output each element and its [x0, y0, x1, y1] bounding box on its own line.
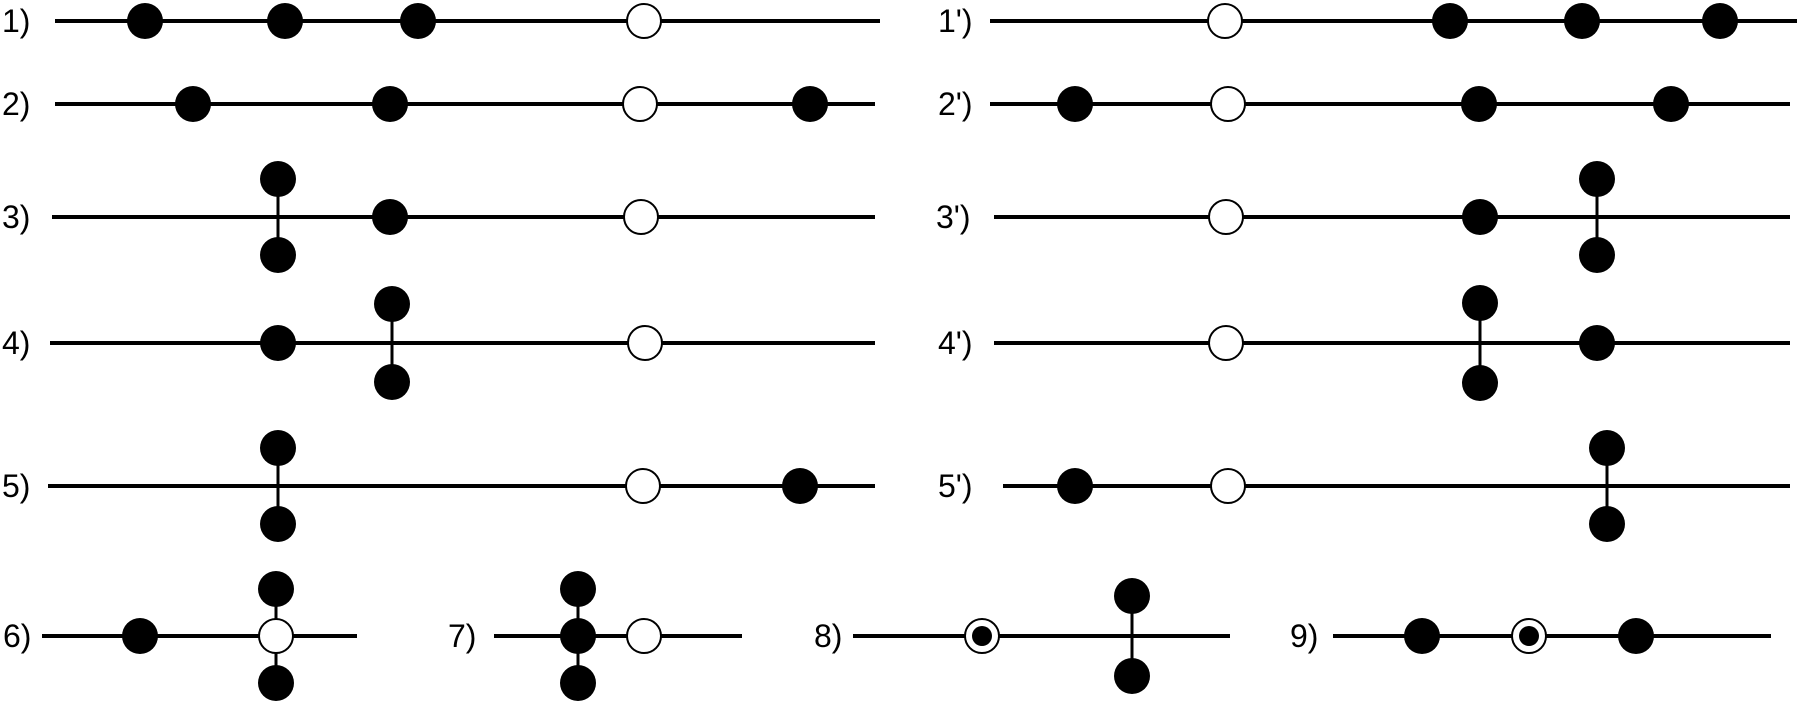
row-1-group: 1) — [2, 3, 880, 39]
row-7-group: 7) — [448, 571, 742, 701]
row-3-filled-dot-2 — [372, 199, 408, 235]
row-4-conjugate-pair-2-lower-dot — [374, 364, 410, 400]
row-5-filled-dot-3 — [782, 468, 818, 504]
row-3-conjugate-pair-1-lower-dot — [260, 237, 296, 273]
row-4p-conjugate-pair-2-lower-dot — [1462, 365, 1498, 401]
row-7-open-dot-2 — [626, 618, 662, 654]
row-6-open-with-pair-2-upper-dot — [258, 571, 294, 607]
row-4-filled-dot-1 — [260, 325, 296, 361]
row-1p-filled-dot-2 — [1432, 3, 1468, 39]
row-3-group: 3) — [2, 161, 875, 273]
row-9-filled-dot-1 — [1404, 618, 1440, 654]
row-9-filled-dot-3 — [1618, 618, 1654, 654]
row-4-conjugate-pair-2-upper-dot — [374, 286, 410, 322]
row-8-conjugate-pair-2-upper-dot — [1114, 578, 1150, 614]
row-5p-filled-dot-1 — [1057, 468, 1093, 504]
row-3-open-dot-3 — [623, 199, 659, 235]
row-1-filled-dot-1 — [127, 3, 163, 39]
row-1-open-dot-4 — [626, 3, 662, 39]
row-5p-open-dot-2 — [1210, 468, 1246, 504]
row-2p-filled-dot-1 — [1057, 86, 1093, 122]
row-4-open-dot-3 — [627, 325, 663, 361]
row-2-filled-dot-2 — [372, 86, 408, 122]
row-5p-conjugate-pair-3-lower-dot — [1589, 506, 1625, 542]
row-2p-filled-dot-4 — [1653, 86, 1689, 122]
row-3p-label: 3') — [936, 199, 971, 235]
row-1-filled-dot-3 — [400, 3, 436, 39]
row-4p-label: 4') — [938, 325, 973, 361]
row-8-conjugate-pair-2-lower-dot — [1114, 658, 1150, 694]
row-3p-conjugate-pair-3-upper-dot — [1579, 161, 1615, 197]
row-8-label: 8) — [814, 618, 842, 654]
row-5-group: 5) — [2, 430, 875, 542]
row-7-filled-with-pair-1-lower-dot — [560, 665, 596, 701]
row-9-group: 9) — [1290, 618, 1771, 654]
row-1p-label: 1') — [938, 3, 973, 39]
row-8-group: 8) — [814, 578, 1230, 694]
row-3p-open-dot-1 — [1208, 199, 1244, 235]
row-5-conjugate-pair-1-upper-dot — [260, 430, 296, 466]
row-5-conjugate-pair-1-lower-dot — [260, 506, 296, 542]
row-7-filled-with-pair-1-center-filled-dot — [560, 618, 596, 654]
row-2p-group: 2') — [938, 86, 1790, 122]
row-1p-filled-dot-3 — [1564, 3, 1600, 39]
row-3p-conjugate-pair-3-lower-dot — [1579, 237, 1615, 273]
row-1-label: 1) — [2, 3, 30, 39]
row-7-label: 7) — [448, 618, 476, 654]
row-7-filled-with-pair-1-upper-dot — [560, 571, 596, 607]
row-3p-group: 3') — [936, 161, 1790, 273]
row-5p-group: 5') — [938, 430, 1790, 542]
row-8-bullseye-dot-1-inner-dot — [972, 626, 992, 646]
row-4p-open-dot-1 — [1208, 325, 1244, 361]
row-5-label: 5) — [2, 468, 30, 504]
row-1-filled-dot-2 — [267, 3, 303, 39]
row-9-bullseye-dot-2-inner-dot — [1519, 626, 1539, 646]
row-2-filled-dot-1 — [175, 86, 211, 122]
row-6-filled-dot-1 — [122, 618, 158, 654]
row-2-open-dot-3 — [622, 86, 658, 122]
row-4p-group: 4') — [938, 285, 1790, 401]
row-1p-open-dot-1 — [1207, 3, 1243, 39]
row-5p-conjugate-pair-3-upper-dot — [1589, 430, 1625, 466]
row-3-label: 3) — [2, 199, 30, 235]
row-4-label: 4) — [2, 325, 30, 361]
row-3p-filled-dot-2 — [1462, 199, 1498, 235]
row-1p-filled-dot-4 — [1702, 3, 1738, 39]
row-6-group: 6) — [3, 571, 357, 701]
row-5-open-dot-2 — [625, 468, 661, 504]
row-4p-conjugate-pair-2-upper-dot — [1462, 285, 1498, 321]
row-4p-filled-dot-3 — [1579, 325, 1615, 361]
row-3-conjugate-pair-1-upper-dot — [260, 161, 296, 197]
row-6-open-with-pair-2-lower-dot — [258, 665, 294, 701]
row-2p-label: 2') — [938, 86, 973, 122]
row-9-label: 9) — [1290, 618, 1318, 654]
row-1p-group: 1') — [938, 3, 1797, 39]
row-4-group: 4) — [2, 286, 875, 400]
row-2-filled-dot-4 — [792, 86, 828, 122]
row-5p-label: 5') — [938, 468, 973, 504]
row-2p-open-dot-2 — [1210, 86, 1246, 122]
row-2p-filled-dot-3 — [1461, 86, 1497, 122]
row-6-open-with-pair-2-center-open-circle — [258, 618, 294, 654]
row-2-group: 2) — [2, 86, 875, 122]
row-6-label: 6) — [3, 618, 31, 654]
row-2-label: 2) — [2, 86, 30, 122]
